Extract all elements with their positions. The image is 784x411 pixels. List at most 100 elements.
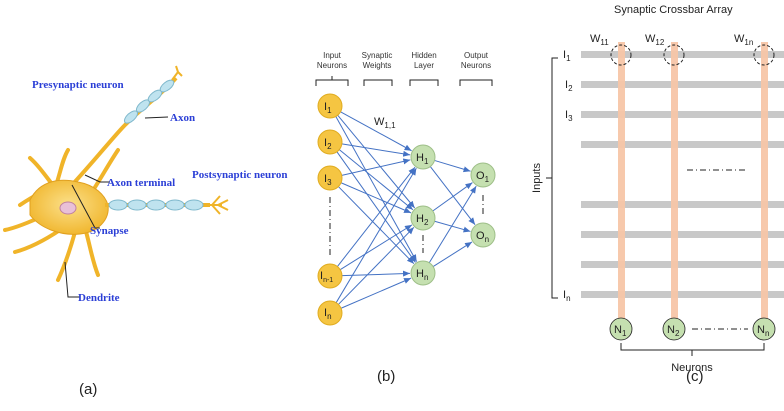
row-1 bbox=[581, 51, 784, 58]
edge-hidden-2-output-1 bbox=[432, 182, 473, 212]
crossbar-columns bbox=[618, 42, 768, 320]
edge-input-4-hidden-3 bbox=[341, 270, 411, 277]
svg-text:I3: I3 bbox=[324, 173, 332, 187]
row-8 bbox=[581, 291, 784, 298]
svg-text:In: In bbox=[324, 307, 332, 321]
caption-c: (c) bbox=[686, 368, 704, 385]
edge-input-4-hidden-2 bbox=[339, 224, 413, 271]
edge-input-1-hidden-3 bbox=[335, 116, 418, 262]
presynaptic-axon bbox=[70, 65, 183, 187]
panel-c-crossbar: Synaptic Crossbar Array W11 W12 W1n bbox=[531, 4, 784, 385]
header-synaptic-line2: Weights bbox=[363, 61, 392, 70]
inputs-bracket bbox=[546, 57, 558, 299]
network-edges bbox=[335, 111, 477, 309]
row-4 bbox=[581, 141, 784, 148]
dendrite-label: Dendrite bbox=[78, 292, 120, 304]
output-neuron-1: O1 bbox=[470, 162, 496, 188]
column-1 bbox=[618, 42, 625, 320]
header-output-line1: Output bbox=[464, 51, 489, 60]
crossbar-ellipsis-marks bbox=[687, 169, 748, 330]
svg-text:H1: H1 bbox=[416, 152, 429, 166]
header-hidden-line2: Layer bbox=[414, 61, 434, 70]
row-7 bbox=[581, 261, 784, 268]
input-neuron-n: In bbox=[317, 300, 343, 326]
hidden-layer: H1 H2 Hn bbox=[410, 144, 436, 286]
caption-a: (a) bbox=[79, 381, 97, 398]
postsynaptic-axon bbox=[105, 195, 229, 215]
row-label-i1: I1 bbox=[563, 49, 571, 63]
synapse-label: Synapse bbox=[90, 225, 129, 237]
neuron-n2: N2 bbox=[662, 317, 686, 341]
crossbar-rows bbox=[581, 51, 784, 298]
output-neuron-n: On bbox=[470, 222, 496, 248]
edge-hidden-1-output-1 bbox=[434, 159, 471, 173]
edge-hidden-3-output-1 bbox=[428, 185, 477, 264]
row-3 bbox=[581, 111, 784, 118]
header-output-line2: Neurons bbox=[461, 61, 491, 70]
header-synaptic-line1: Synaptic bbox=[362, 51, 393, 60]
row-label-in: In bbox=[563, 289, 571, 303]
hidden-neuron-2: H2 bbox=[410, 205, 436, 231]
output-layer: O1 On bbox=[470, 162, 496, 248]
row-2 bbox=[581, 81, 784, 88]
weight-w11-label: W1,1 bbox=[374, 116, 396, 130]
input-neuron-3: I3 bbox=[317, 165, 343, 191]
layer-headers: Input Neurons Synaptic Weights Hidden La… bbox=[315, 51, 493, 86]
hidden-neuron-n: Hn bbox=[410, 260, 436, 286]
weight-w11: W11 bbox=[590, 33, 609, 47]
edge-input-3-hidden-1 bbox=[341, 158, 411, 176]
edge-input-5-hidden-1 bbox=[335, 167, 417, 303]
edge-input-5-hidden-3 bbox=[340, 277, 412, 309]
row-6 bbox=[581, 231, 784, 238]
edge-input-2-hidden-1 bbox=[341, 143, 411, 157]
edge-hidden-1-output-2 bbox=[429, 166, 476, 226]
axon-label: Axon bbox=[170, 112, 195, 124]
header-hidden-line1: Hidden bbox=[411, 51, 436, 60]
edge-input-3-hidden-3 bbox=[338, 186, 415, 265]
svg-text:Nn: Nn bbox=[757, 324, 769, 338]
svg-text:H2: H2 bbox=[416, 213, 429, 227]
row-label-i3: I3 bbox=[565, 109, 573, 123]
weight-w12: W12 bbox=[645, 33, 665, 47]
inputs-label: Inputs bbox=[531, 163, 543, 193]
svg-text:On: On bbox=[476, 230, 489, 244]
row-5 bbox=[581, 201, 784, 208]
neuron-row: N1 N2 Nn bbox=[609, 317, 776, 341]
edge-input-2-hidden-2 bbox=[338, 149, 414, 211]
weight-w1n: W1n bbox=[734, 33, 753, 47]
svg-text:N1: N1 bbox=[614, 324, 627, 338]
edge-input-4-hidden-1 bbox=[336, 166, 416, 267]
column-n bbox=[761, 42, 768, 320]
column-2 bbox=[671, 42, 678, 320]
panel-a-neuron: Presynaptic neuron Axon Axon terminal Po… bbox=[3, 65, 287, 398]
caption-b: (b) bbox=[377, 368, 395, 385]
header-input-line2: Neurons bbox=[317, 61, 347, 70]
postsynaptic-label: Postsynaptic neuron bbox=[192, 169, 287, 181]
crossbar-title: Synaptic Crossbar Array bbox=[614, 4, 733, 16]
soma bbox=[3, 148, 120, 282]
synapse-circles bbox=[610, 44, 775, 66]
svg-text:I1: I1 bbox=[324, 101, 332, 115]
svg-text:Hn: Hn bbox=[416, 268, 428, 282]
panel-b-network: Input Neurons Synaptic Weights Hidden La… bbox=[315, 51, 496, 385]
neurons-label: Neurons bbox=[671, 362, 713, 374]
neuron-n1: N1 bbox=[609, 317, 633, 341]
neurons-bracket bbox=[620, 343, 765, 356]
header-input-line1: Input bbox=[323, 51, 342, 60]
edge-input-2-hidden-3 bbox=[336, 151, 416, 263]
axon-terminal-label: Axon terminal bbox=[107, 177, 175, 189]
edge-hidden-3-output-2 bbox=[432, 241, 473, 268]
neuron-nn: Nn bbox=[752, 317, 776, 341]
edge-input-5-hidden-2 bbox=[338, 226, 415, 305]
svg-text:In-1: In-1 bbox=[320, 270, 333, 284]
input-layer: I1 I2 I3 In-1 In bbox=[317, 93, 343, 326]
svg-text:I2: I2 bbox=[324, 137, 332, 151]
row-label-i2: I2 bbox=[565, 79, 573, 93]
edge-input-1-hidden-1 bbox=[340, 111, 412, 152]
input-neuron-2: I2 bbox=[317, 129, 343, 155]
edge-input-3-hidden-2 bbox=[340, 182, 412, 214]
input-neuron-n-minus-1: In-1 bbox=[317, 263, 343, 289]
presynaptic-label: Presynaptic neuron bbox=[32, 79, 124, 91]
hidden-neuron-1: H1 bbox=[410, 144, 436, 170]
